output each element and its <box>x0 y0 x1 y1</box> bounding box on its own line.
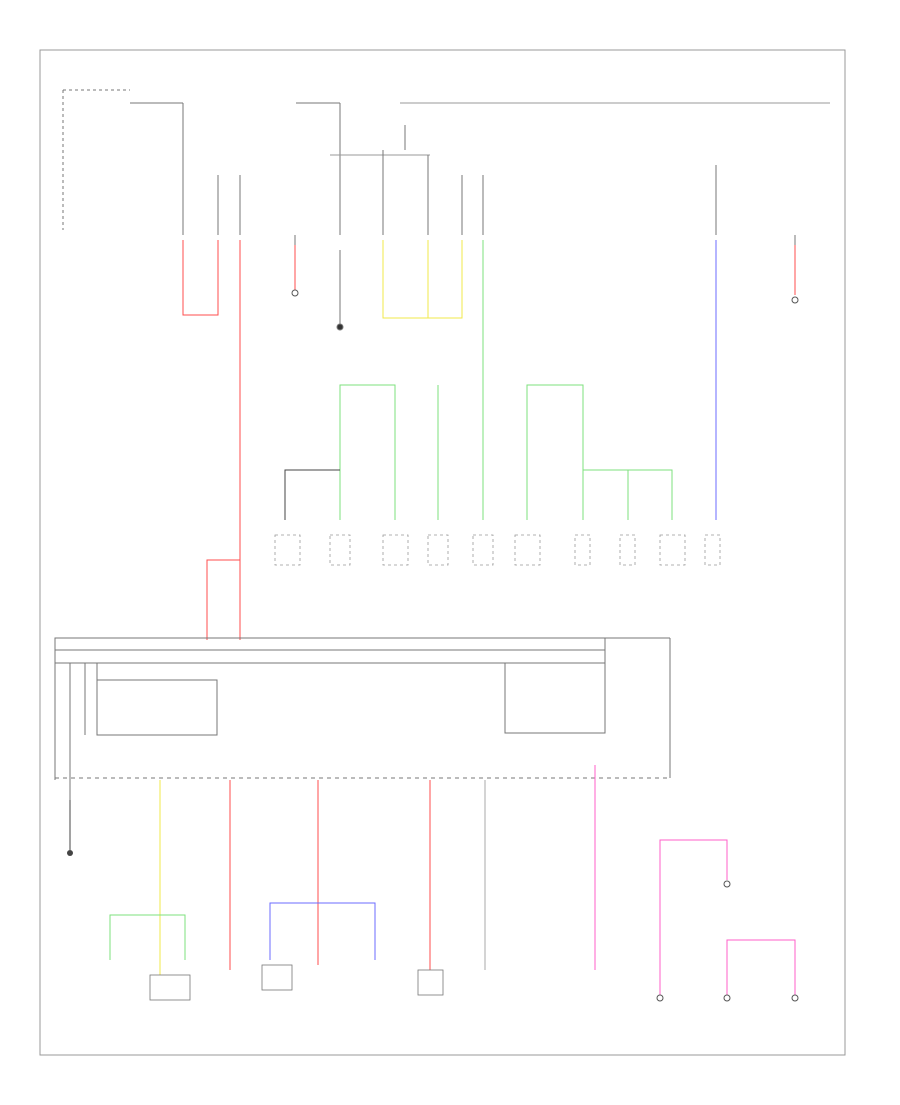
middle-dark-wires <box>284 469 340 520</box>
low-pink-lower <box>726 939 796 995</box>
component-row <box>274 534 721 566</box>
low-green-branch <box>109 914 186 960</box>
low-pink-upper <box>659 839 728 995</box>
low-blue-branch <box>269 902 376 960</box>
top-structure <box>62 89 830 331</box>
top-yellow-loop <box>382 240 463 319</box>
bottom-components <box>149 964 444 1001</box>
diagram-frame <box>39 49 846 1056</box>
red-branch-loop <box>206 559 240 640</box>
middle-green-bus <box>339 384 673 520</box>
bus-frame <box>54 637 671 800</box>
top-red-loop <box>182 240 219 316</box>
